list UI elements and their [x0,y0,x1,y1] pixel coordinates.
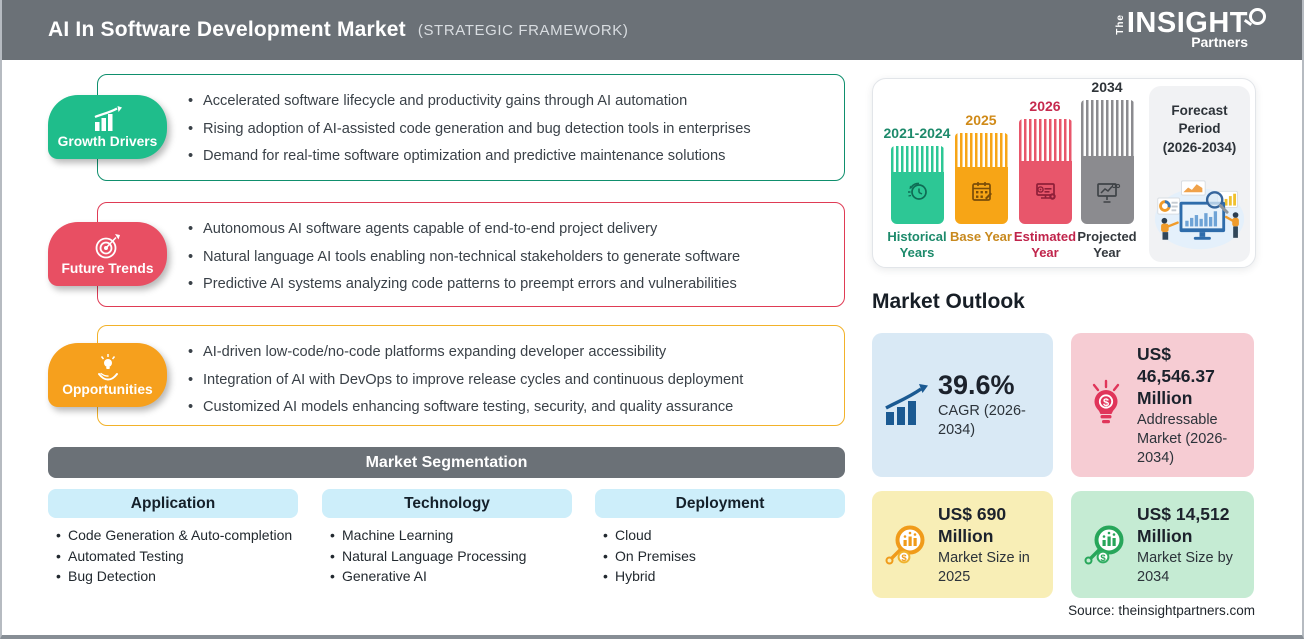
svg-text:$: $ [1103,397,1109,409]
segment-deployment-header: Deployment [595,489,845,518]
list-item: Machine Learning [330,525,582,546]
page-subtitle: (STRATEGIC FRAMEWORK) [417,21,629,39]
opportunities-panel: AI-driven low-code/no-code platforms exp… [97,325,845,426]
analytics-illustration [1152,179,1247,258]
magnifier-chart-icon: $ [1081,521,1131,569]
future-trends-label: Future Trends [61,260,154,276]
market-size-2025-card: $ US$ 690 Million Market Size in 2025 [872,491,1053,598]
bar-hatch [1081,100,1134,156]
list-item: Cloud [603,525,855,546]
bulb-hand-icon [93,354,123,381]
base-year-bar [955,133,1008,224]
cagr-value: 39.6% [938,370,1015,400]
segment-technology-header: Technology [322,489,572,518]
future-trends-list: Autonomous AI software agents capable of… [98,203,844,299]
future-trends-panel: Autonomous AI software agents capable of… [97,202,845,307]
market-size-2025-desc: Market Size in 2025 [938,549,1030,585]
forecast-period-range: (2026-2034) [1162,140,1237,155]
forecast-period-label: Forecast Period [1171,103,1228,136]
addressable-market-desc: Addressable Market (2026-2034) [1137,411,1228,466]
segment-application-header: Application [48,489,298,518]
list-item: Automated Testing [56,546,308,567]
bullet-item: Accelerated software lifecycle and produ… [188,88,832,116]
market-outlook-title: Market Outlook [872,290,1025,313]
cagr-card: 39.6% CAGR (2026-2034) [872,333,1053,477]
historical-years-value: 2021-2024 [883,125,951,141]
bar-hatch [1019,119,1072,161]
base-year-label: Base Year [950,229,1012,244]
projected-year-label: Projected Year [1077,229,1137,260]
growth-arrow-icon [882,382,932,428]
bullet-item: Rising adoption of AI-assisted code gene… [188,116,832,144]
bar-hatch [955,133,1008,167]
forecast-timeline-card: 2021-2024 2025 2026 2034 [872,78,1256,268]
addressable-market-value: US$ 46,546.37 Million [1137,343,1215,408]
market-size-2025-value: US$ 690 Million [938,503,1007,546]
market-segmentation-header: Market Segmentation [48,447,845,478]
logo-the-text: The [1114,14,1126,35]
magnifier-lens-icon [1249,8,1266,25]
bullet-item: Demand for real-time software optimizati… [188,143,832,171]
opportunities-label: Opportunities [62,381,153,397]
list-item: Hybrid [603,566,855,587]
bar-hatch [891,146,944,172]
logo-partners-text: Partners [1191,34,1248,50]
application-items: Code Generation & Auto-completion Automa… [48,525,308,587]
growth-drivers-label: Growth Drivers [57,133,158,149]
projected-year-value: 2034 [1091,79,1123,95]
bulb-dollar-icon: $ [1081,379,1131,431]
bullet-item: AI-driven low-code/no-code platforms exp… [188,339,832,367]
projected-year-bar [1081,100,1134,224]
bullet-item: Natural language AI tools enabling non-t… [188,244,832,272]
list-item: On Premises [603,546,855,567]
future-trends-badge: Future Trends [48,222,167,286]
svg-text:$: $ [1100,552,1106,563]
insight-partners-logo: The INSIGHT Partners [1114,7,1274,50]
list-item: Bug Detection [56,566,308,587]
clock-icon [905,179,931,210]
logo-name-text: INSIGHT [1126,7,1248,39]
magnifier-chart-icon: $ [882,521,932,569]
page-title: AI In Software Development Market [48,18,406,41]
list-item: Generative AI [330,566,582,587]
svg-text:$: $ [901,552,907,563]
deployment-items: Cloud On Premises Hybrid [595,525,855,587]
historical-years-label: Historical Years [887,229,947,260]
market-size-2034-card: $ US$ 14,512 Million Market Size by 2034 [1071,491,1254,598]
cagr-desc: CAGR (2026-2034) [938,403,1026,438]
bullet-item: Customized AI models enhancing software … [188,394,832,422]
estimated-year-bar [1019,119,1072,224]
opportunities-badge: Opportunities [48,343,167,407]
growth-drivers-badge: Growth Drivers [48,95,167,159]
list-item: Code Generation & Auto-completion [56,525,308,546]
target-dart-icon [94,233,122,260]
estimated-year-label: Estimated Year [1013,229,1077,260]
addressable-market-card: $ US$ 46,546.37 Million Addressable Mark… [1071,333,1254,477]
opportunities-list: AI-driven low-code/no-code platforms exp… [98,326,844,422]
computer-gear-icon [1032,179,1060,210]
calendar-icon [969,179,995,210]
market-size-2034-value: US$ 14,512 Million [1137,503,1230,546]
base-year-value: 2025 [965,112,997,128]
market-size-2034-desc: Market Size by 2034 [1137,549,1233,585]
growth-bars-icon [92,106,124,133]
projection-screen-icon [1094,179,1122,210]
header-bar: AI In Software Development Market (STRAT… [0,0,1304,60]
bullet-item: Predictive AI systems analyzing code pat… [188,271,832,299]
estimated-year-value: 2026 [1029,98,1061,114]
list-item: Natural Language Processing [330,546,582,567]
historical-years-bar [891,146,944,224]
growth-drivers-list: Accelerated software lifecycle and produ… [98,75,844,171]
bullet-item: Integration of AI with DevOps to improve… [188,367,832,395]
source-attribution: Source: theinsightpartners.com [1068,603,1255,618]
growth-drivers-panel: Accelerated software lifecycle and produ… [97,74,845,181]
bullet-item: Autonomous AI software agents capable of… [188,216,832,244]
forecast-period-panel: Forecast Period (2026-2034) [1149,86,1250,262]
technology-items: Machine Learning Natural Language Proces… [322,525,582,587]
